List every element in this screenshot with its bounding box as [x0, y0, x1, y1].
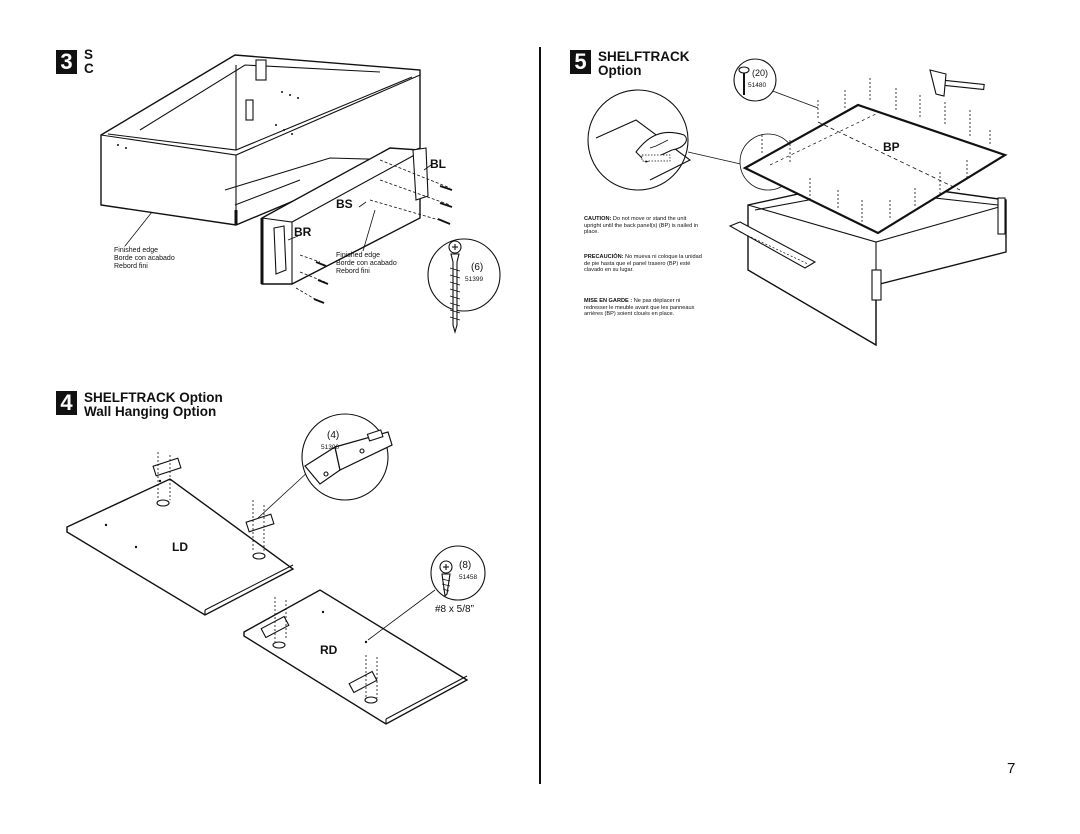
step4-screw-size: #8 x 5/8” — [435, 604, 474, 615]
step4-hinge-qty: (4) — [327, 430, 340, 441]
step3-drawer-box — [100, 54, 453, 304]
finished-edge-label-left: Finished edge Borde con acabado Rebord f… — [114, 247, 175, 270]
step4-left-door — [66, 452, 311, 616]
step3-title-line1: S — [84, 47, 94, 62]
step5-cabinet — [728, 69, 1008, 347]
step5-nail-code: 51480 — [748, 82, 767, 89]
step4-screw-callout — [430, 545, 486, 601]
column-divider — [539, 47, 541, 784]
step3-title-line2: C — [84, 61, 94, 76]
finished-edge-label-right: Finished edge Borde con acabado Rebord f… — [336, 252, 397, 275]
step4-hinge-callout — [301, 413, 393, 501]
step4-screw-qty: (8) — [459, 560, 472, 571]
page-number: 7 — [1007, 760, 1016, 777]
step5-detail-callout — [587, 89, 746, 191]
step4-screw-code: 51458 — [459, 574, 478, 581]
step3-screw-code: 51399 — [465, 276, 484, 283]
step5-nail-qty: (20) — [752, 68, 769, 78]
step3-screw-qty: (6) — [471, 262, 484, 273]
step5-title-line1: SHELFTRACK — [598, 49, 690, 64]
step5-nail-callout — [733, 58, 777, 102]
step4-number: 4 — [56, 391, 77, 415]
step3-number: 3 — [56, 50, 77, 74]
step5-title-line2: Option — [598, 63, 642, 78]
caution-english: CAUTION: Do not move or stand the unit u… — [584, 216, 699, 236]
step3-screw-callout — [427, 238, 501, 335]
step4-title-line2: Wall Hanging Option — [84, 404, 217, 419]
part-label-bl: BL — [430, 157, 446, 171]
part-label-bs: BS — [336, 197, 353, 211]
part-label-ld: LD — [172, 540, 188, 554]
part-label-rd: RD — [320, 643, 338, 657]
part-label-br: BR — [294, 225, 312, 239]
step4-title-line1: SHELFTRACK Option — [84, 390, 223, 405]
step4-hinge-code: 51300 — [321, 444, 340, 451]
part-label-bp: BP — [883, 140, 900, 154]
step5-number: 5 — [570, 50, 591, 74]
step4-right-door — [243, 589, 469, 725]
caution-spanish: PRECAUCIÓN: No mueva ni coloque la unida… — [584, 254, 702, 274]
caution-french: MISE EN GARDE : Ne pas déplacer ni redre… — [584, 298, 695, 318]
